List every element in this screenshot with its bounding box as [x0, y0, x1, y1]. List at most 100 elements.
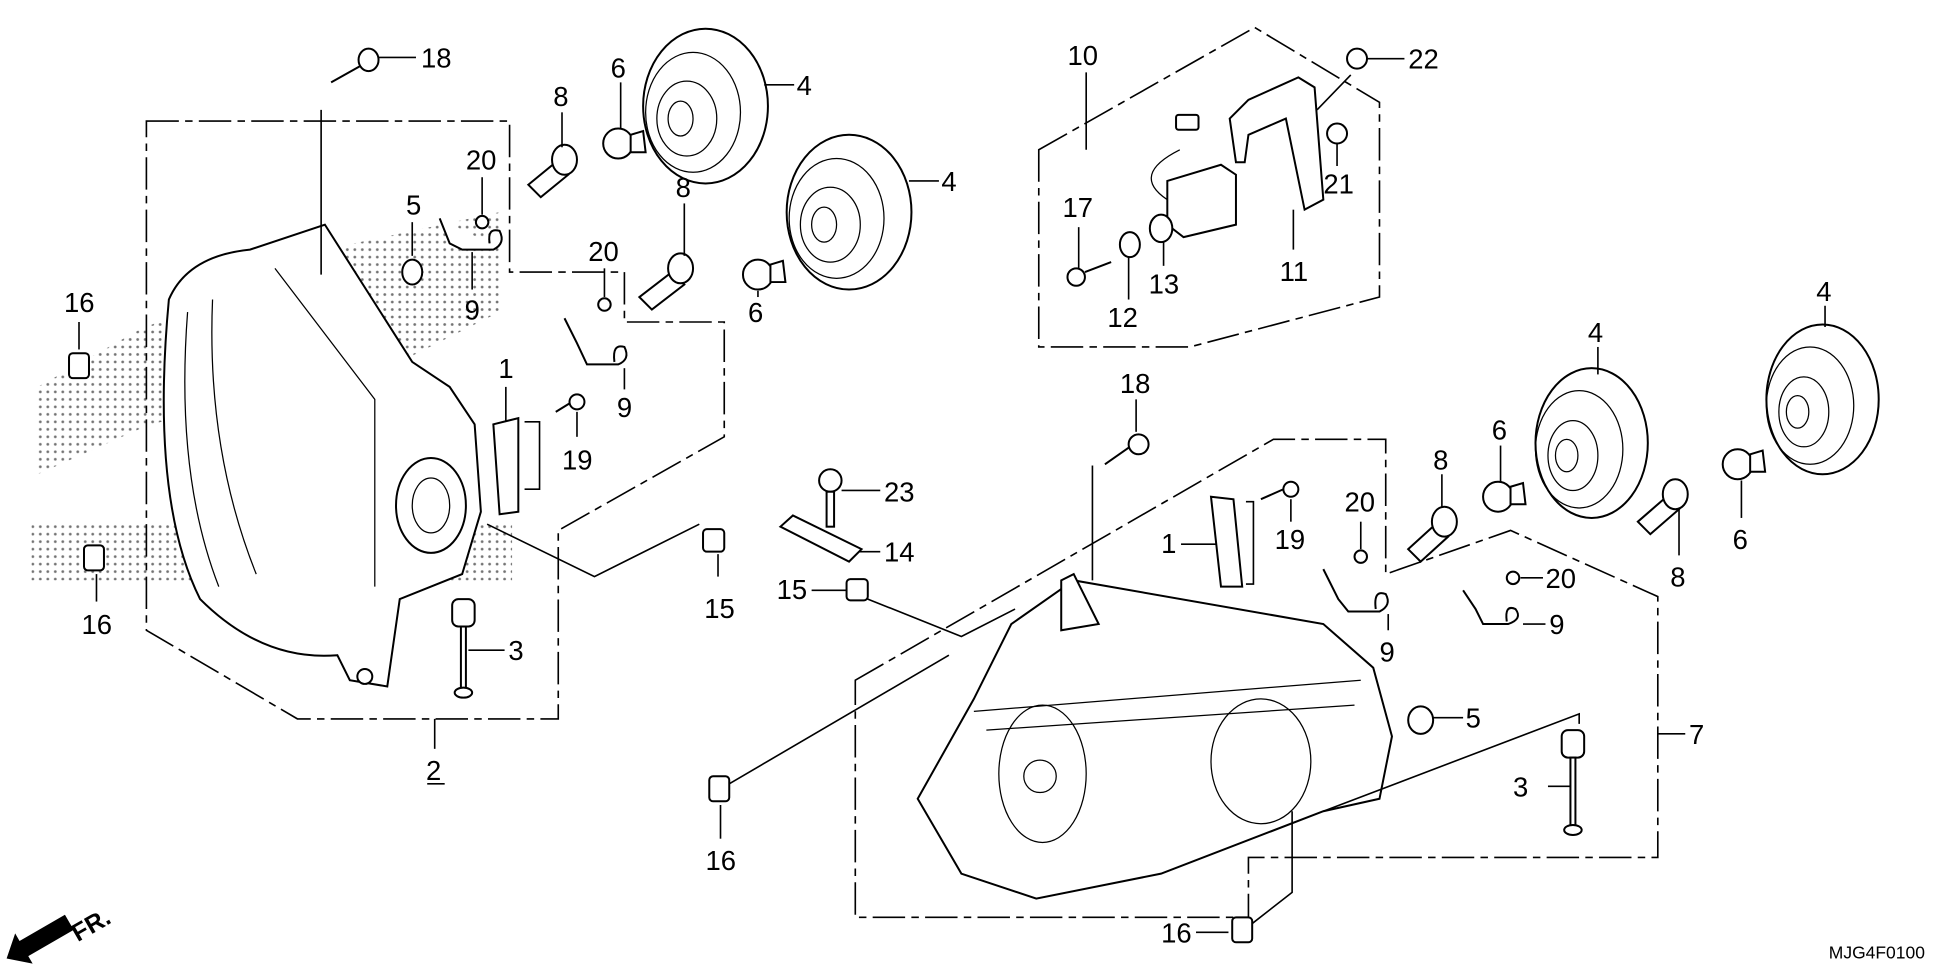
clip-nut-16-a [68, 352, 90, 380]
callout-21: 21 [1323, 168, 1354, 199]
callout-16c: 16 [706, 845, 737, 876]
clip-nut-16-d [1231, 916, 1254, 944]
front-direction-label: FR. [67, 903, 116, 947]
stay-1-b [1209, 495, 1244, 588]
callout-3b: 3 [1513, 771, 1528, 802]
adjuster-screw-3-b [1560, 729, 1586, 836]
reflector-4-right-2 [1765, 323, 1880, 476]
clip-15-a [702, 528, 726, 553]
reflector-4-top-1 [642, 27, 769, 185]
clip-9-d [1462, 589, 1519, 626]
bulb-8-right-2 [1636, 478, 1689, 536]
socket-6-top-left [602, 127, 647, 160]
callout-16: 16 [64, 287, 95, 318]
clip-9-b [563, 317, 628, 366]
callout-8d: 8 [1670, 562, 1685, 593]
callout-16b: 16 [82, 609, 113, 640]
bulb-8-top-left [526, 143, 578, 199]
left-headlight-housing [162, 223, 482, 688]
callout-15b: 15 [777, 574, 808, 605]
nut-21 [1326, 122, 1349, 145]
callout-1b: 1 [1161, 528, 1176, 559]
socket-6-right-2 [1721, 448, 1767, 481]
callout-8c: 8 [1433, 444, 1448, 475]
callout-15: 15 [704, 593, 735, 624]
callout-5: 5 [406, 190, 421, 221]
callout-12: 12 [1107, 302, 1138, 333]
right-headlight-housing [916, 572, 1393, 900]
screw-20-c [1353, 549, 1369, 564]
socket-6-mid [741, 258, 787, 291]
callout-9c: 9 [1379, 636, 1394, 667]
callout-9b: 9 [617, 392, 632, 423]
left-headlight-adjuster [395, 457, 467, 554]
callout-8b: 8 [676, 172, 691, 203]
callout-6d: 6 [1733, 524, 1748, 555]
bulb-8-top-mid [637, 252, 695, 311]
collar-5-b [1407, 705, 1435, 735]
callout-19: 19 [562, 444, 593, 475]
bracket-11 [1228, 76, 1325, 212]
callout-3: 3 [508, 635, 523, 666]
callout-4: 4 [797, 70, 812, 101]
callout-6b: 6 [748, 297, 763, 328]
plate-14 [778, 514, 864, 563]
callout-2: 2 [426, 755, 441, 786]
callout-19b: 19 [1275, 524, 1306, 555]
bolt-19-a [555, 393, 586, 413]
callout-4b: 4 [941, 166, 956, 197]
clip-15-b [845, 578, 869, 602]
callout-17: 17 [1062, 192, 1093, 223]
bolt-18-mid [1104, 433, 1150, 466]
collar-12 [1118, 231, 1141, 259]
callout-20d: 20 [1545, 563, 1576, 594]
adjuster-screw-3-a [451, 598, 476, 699]
clip-nut-16-b [82, 544, 105, 572]
screw-20-b [597, 297, 612, 312]
callout-10: 10 [1067, 40, 1098, 71]
assembly-7-outline [854, 438, 1659, 919]
callout-4d: 4 [1816, 276, 1831, 307]
assembly-2-outline [145, 120, 726, 720]
screw-20-d [1505, 570, 1521, 586]
reflector-4-top-2 [785, 133, 913, 291]
callout-14: 14 [884, 537, 915, 568]
callout-8: 8 [553, 81, 568, 112]
callout-6c: 6 [1492, 414, 1507, 445]
left-headlight-assembly [31, 109, 726, 720]
callout-9: 9 [465, 295, 480, 326]
clip-9-a [438, 218, 503, 251]
clip-nut-16-c [708, 775, 731, 803]
callout-18b: 18 [1120, 368, 1151, 399]
callout-20b: 20 [588, 236, 619, 267]
bolt-17 [1066, 261, 1112, 287]
collar-5-a [401, 258, 424, 286]
stay-1-a [492, 416, 520, 516]
callout-7: 7 [1689, 719, 1704, 750]
callout-18: 18 [421, 42, 452, 73]
reflector-4-right-1 [1534, 367, 1649, 519]
front-direction-arrow-icon [6, 914, 74, 964]
bolt-19-b [1260, 480, 1300, 501]
clip-9-c [1322, 568, 1389, 613]
callout-20c: 20 [1345, 487, 1376, 518]
callout-11: 11 [1280, 256, 1308, 287]
callout-4c: 4 [1588, 317, 1603, 348]
callout-16d: 16 [1161, 917, 1192, 948]
callout-23: 23 [884, 477, 915, 508]
bolt-18-top [330, 47, 416, 84]
callout-6: 6 [611, 52, 626, 83]
bolt-23 [818, 468, 843, 528]
callout-20: 20 [466, 145, 497, 176]
leveling-motor [1150, 113, 1237, 239]
bulb-8-right-1 [1406, 505, 1458, 564]
screw-20-a [474, 214, 490, 230]
socket-6-right-1 [1482, 480, 1527, 513]
diagram-code: MJG4F0100 [1829, 943, 1925, 963]
callout-22: 22 [1408, 44, 1439, 75]
callout-13: 13 [1149, 268, 1180, 299]
nut-22 [1346, 47, 1369, 70]
callout-1: 1 [498, 353, 513, 384]
callout-5b: 5 [1466, 703, 1481, 734]
